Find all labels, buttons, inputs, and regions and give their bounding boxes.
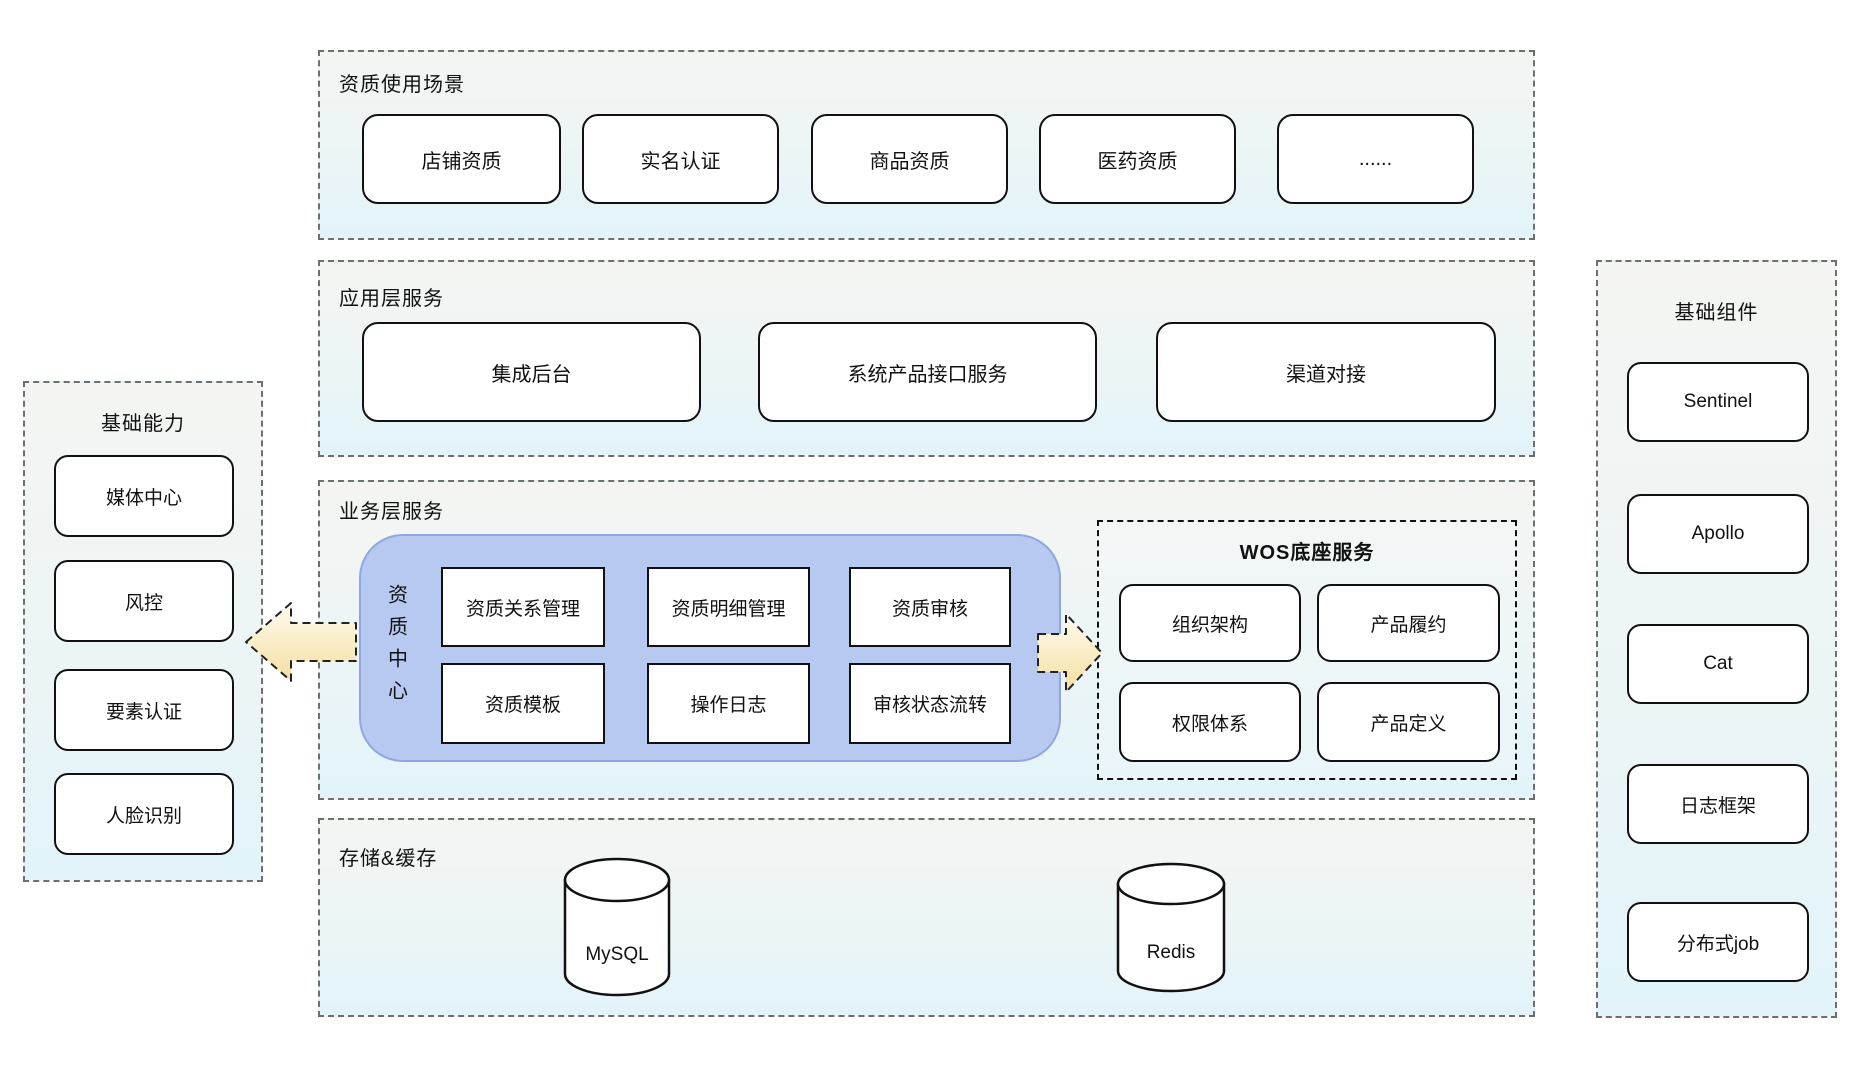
node-integration-backend: 集成后台 (362, 322, 701, 422)
node-permission-system: 权限体系 (1119, 682, 1301, 762)
node-qual-detail-management: 资质明细管理 (647, 567, 810, 647)
redis-database-icon: Redis (1116, 862, 1226, 993)
node-shop-qualification: 店铺资质 (362, 114, 561, 204)
node-cat: Cat (1627, 624, 1809, 704)
section-application-layer-title: 应用层服务 (339, 288, 444, 310)
mysql-database-icon: MySQL (563, 857, 671, 997)
node-more-scenarios: ...... (1277, 114, 1474, 204)
node-media-center: 媒体中心 (54, 455, 234, 537)
panel-basic-capabilities: 基础能力 媒体中心 风控 要素认证 人脸识别 (23, 381, 263, 882)
wos-base-services-title: WOS底座服务 (1239, 542, 1375, 564)
node-qual-review: 资质审核 (849, 567, 1011, 647)
right-flow-arrow-icon (1037, 613, 1103, 693)
node-apollo: Apollo (1627, 494, 1809, 574)
node-review-status-flow: 审核状态流转 (849, 663, 1011, 744)
node-distributed-job: 分布式job (1627, 902, 1809, 982)
redis-label: Redis (1147, 942, 1196, 963)
node-real-name-authentication: 实名认证 (582, 114, 779, 204)
qualification-center-container: 资质中心 资质关系管理 资质明细管理 资质审核 资质模板 操作日志 审核状态流转 (359, 534, 1061, 762)
node-product-fulfillment: 产品履约 (1317, 584, 1500, 662)
panel-basic-components: 基础组件 Sentinel Apollo Cat 日志框架 分布式job (1596, 260, 1837, 1018)
section-storage-cache-title: 存储&缓存 (339, 848, 438, 870)
mysql-label: MySQL (585, 944, 648, 965)
node-pharma-qualification: 医药资质 (1039, 114, 1236, 204)
node-channel-integration: 渠道对接 (1156, 322, 1496, 422)
node-risk-control: 风控 (54, 560, 234, 642)
node-sentinel: Sentinel (1627, 362, 1809, 442)
section-usage-scenarios-title: 资质使用场景 (339, 74, 465, 96)
qualification-center-label: 资质中心 (384, 584, 407, 712)
section-application-layer: 应用层服务 集成后台 系统产品接口服务 渠道对接 (318, 260, 1535, 457)
node-product-qualification: 商品资质 (811, 114, 1008, 204)
left-flow-arrow-icon (245, 602, 357, 682)
node-logging-framework: 日志框架 (1627, 764, 1809, 844)
wos-base-services-container: WOS底座服务 组织架构 产品履约 权限体系 产品定义 (1097, 520, 1517, 780)
node-system-product-api-service: 系统产品接口服务 (758, 322, 1097, 422)
panel-basic-capabilities-title: 基础能力 (101, 413, 185, 435)
node-qual-template: 资质模板 (441, 663, 605, 744)
node-operation-log: 操作日志 (647, 663, 810, 744)
section-usage-scenarios: 资质使用场景 店铺资质 实名认证 商品资质 医药资质 ...... (318, 50, 1535, 240)
node-element-authentication: 要素认证 (54, 669, 234, 751)
panel-basic-components-title: 基础组件 (1674, 302, 1759, 324)
section-business-layer: 业务层服务 资质中心 资质关系管理 资质明细管理 资质审核 资质模板 操作日志 … (318, 480, 1535, 800)
node-organization-structure: 组织架构 (1119, 584, 1301, 662)
node-product-definition: 产品定义 (1317, 682, 1500, 762)
section-business-layer-title: 业务层服务 (339, 501, 444, 523)
section-storage-cache: 存储&缓存 MySQL Redis (318, 818, 1535, 1017)
node-qual-relation-management: 资质关系管理 (441, 567, 605, 647)
node-face-recognition: 人脸识别 (54, 773, 234, 855)
